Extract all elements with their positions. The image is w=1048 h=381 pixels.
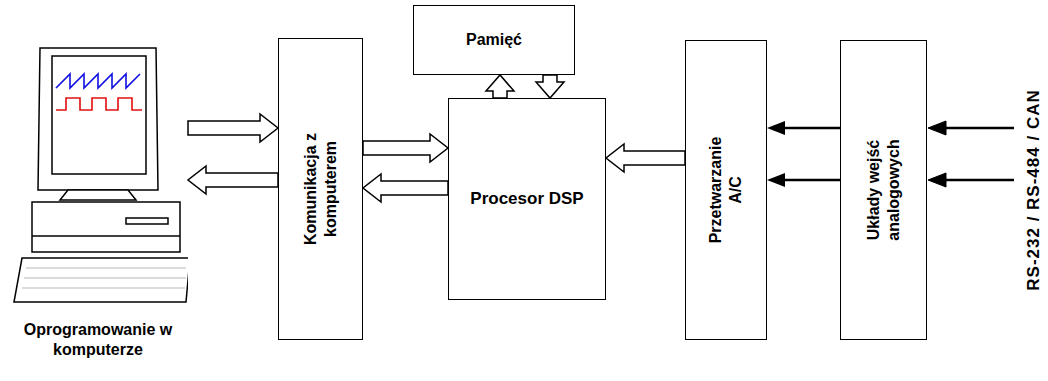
- computer-caption: Oprogramowanie w komputerze: [8, 320, 188, 360]
- data-arrow: [363, 174, 448, 202]
- signal-arrow: [767, 121, 840, 135]
- bus-label: RS-232 / RS-484 / CAN: [1024, 89, 1044, 290]
- converter-box: Przetwarzanie A/C: [685, 40, 767, 340]
- vertical-box-label: Komunikacja z komputerem: [301, 122, 341, 257]
- computer-node: Oprogramowanie w komputerze: [8, 40, 188, 372]
- data-arrow: [536, 75, 564, 98]
- box-label: Pamięć: [466, 30, 522, 50]
- data-arrow: [363, 134, 448, 162]
- vertical-box-label: Układy wejść analogowych: [864, 123, 904, 258]
- interface-box: Komunikacja z komputerem: [278, 38, 363, 340]
- processor-box: Procesor DSP: [448, 98, 606, 300]
- memory-box: Pamięć: [413, 5, 575, 75]
- data-arrow: [188, 114, 278, 142]
- vertical-box-label: Przetwarzanie A/C: [706, 128, 746, 253]
- data-arrow: [188, 166, 278, 194]
- box-label: Procesor DSP: [470, 189, 583, 209]
- signal-arrow: [767, 173, 840, 187]
- data-arrow: [486, 75, 514, 98]
- data-arrow: [606, 144, 685, 172]
- analog-input-box: Układy wejść analogowych: [840, 40, 927, 340]
- computer-illustration: [8, 40, 188, 315]
